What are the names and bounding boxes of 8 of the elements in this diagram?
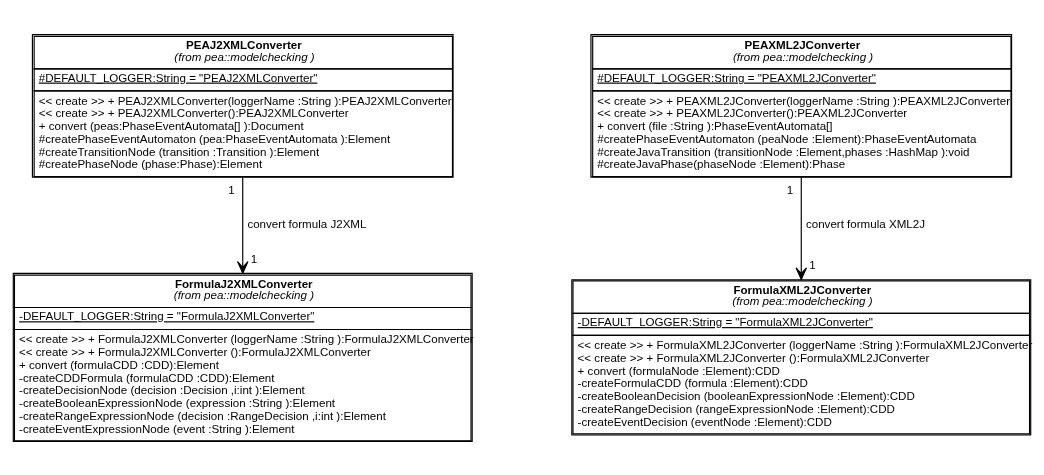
arrow bbox=[795, 176, 808, 280]
label: 1 bbox=[228, 183, 235, 196]
label: 1 bbox=[250, 252, 258, 265]
edge-label: convert formula XML2J bbox=[805, 217, 925, 230]
label: 1 bbox=[809, 258, 816, 271]
edge-label: convert formula J2XML bbox=[247, 217, 367, 230]
arrow bbox=[236, 176, 249, 274]
label: 1 bbox=[786, 183, 794, 196]
